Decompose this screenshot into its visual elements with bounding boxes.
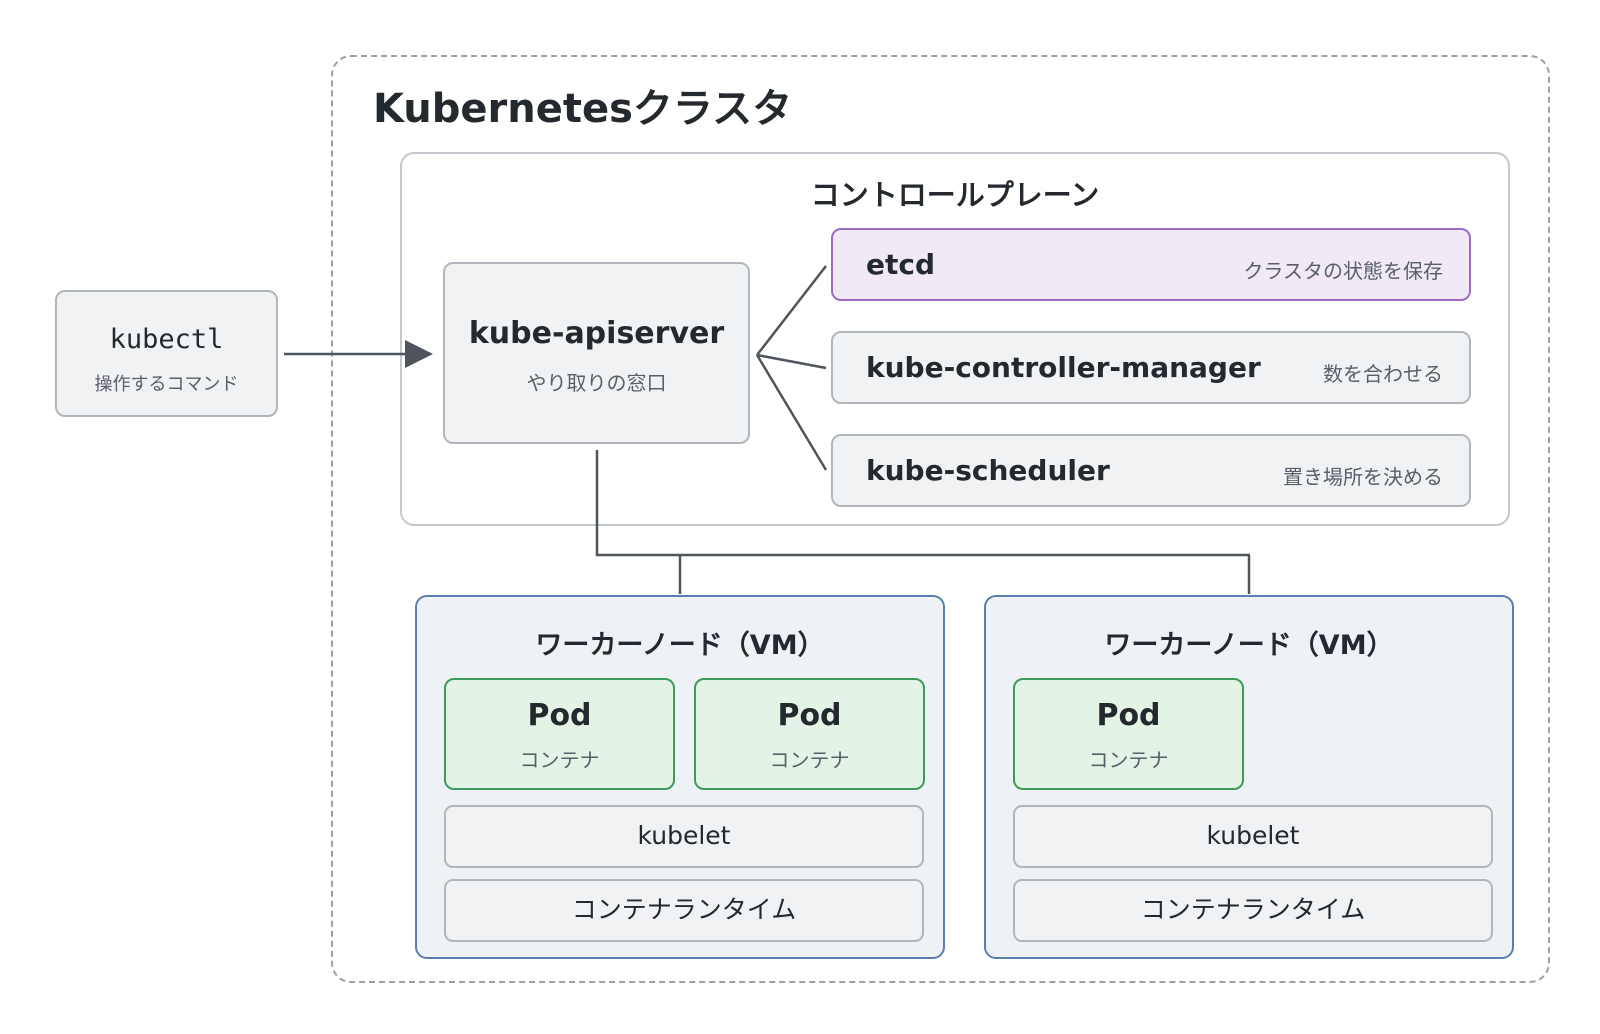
kubelet-bar: kubelet bbox=[1013, 805, 1493, 868]
kubectl-arrow-head bbox=[405, 340, 433, 368]
pod-subtitle: コンテナ bbox=[1088, 748, 1169, 772]
control-plane-title: コントロールプレーン bbox=[810, 178, 1100, 212]
component-description: 置き場所を決める bbox=[1283, 465, 1443, 489]
apiserver-controller-line bbox=[756, 353, 827, 370]
apiserver-box: kube-apiserver やり取りの窓口 bbox=[443, 262, 750, 444]
pod-title: Pod bbox=[777, 698, 842, 733]
cluster-title: Kubernetesクラスタ bbox=[373, 86, 793, 132]
component-name: etcd bbox=[866, 248, 936, 281]
component-name: kube-scheduler bbox=[866, 454, 1110, 487]
scheduler-box: kube-scheduler 置き場所を決める bbox=[831, 434, 1471, 507]
worker-node-title: ワーカーノード（VM） bbox=[1104, 630, 1394, 661]
component-description: クラスタの状態を保存 bbox=[1243, 259, 1443, 283]
apiserver-scheduler-line bbox=[755, 354, 828, 471]
apiserver-workers-line bbox=[595, 450, 1250, 557]
apiserver-title: kube-apiserver bbox=[468, 316, 725, 351]
pod-box: Pod コンテナ bbox=[444, 678, 675, 790]
pod-box: Pod コンテナ bbox=[694, 678, 925, 790]
pod-box: Pod コンテナ bbox=[1013, 678, 1244, 790]
apiserver-subtitle: やり取りの窓口 bbox=[526, 371, 667, 395]
component-description: 数を合わせる bbox=[1323, 362, 1443, 386]
etcd-box: etcd クラスタの状態を保存 bbox=[831, 228, 1471, 301]
container-runtime-bar: コンテナランタイム bbox=[444, 879, 924, 942]
container-runtime-bar: コンテナランタイム bbox=[1013, 879, 1493, 942]
worker-node-1: ワーカーノード（VM） Pod コンテナ Pod コンテナ kubelet コン… bbox=[415, 595, 945, 959]
pod-subtitle: コンテナ bbox=[769, 748, 850, 772]
cluster-boundary bbox=[331, 55, 1550, 983]
kubectl-title: kubectl bbox=[109, 324, 224, 355]
component-name: kube-controller-manager bbox=[866, 351, 1261, 384]
kubectl-box: kubectl 操作するコマンド bbox=[55, 290, 278, 417]
apiserver-etcd-line bbox=[756, 265, 827, 356]
pod-title: Pod bbox=[527, 698, 592, 733]
pod-subtitle: コンテナ bbox=[519, 748, 600, 772]
pod-title: Pod bbox=[1096, 698, 1161, 733]
controller-manager-box: kube-controller-manager 数を合わせる bbox=[831, 331, 1471, 404]
worker-node-title: ワーカーノード（VM） bbox=[535, 630, 825, 661]
kubelet-bar: kubelet bbox=[444, 805, 924, 868]
kubectl-subtitle: 操作するコマンド bbox=[94, 374, 239, 395]
worker-node-2: ワーカーノード（VM） Pod コンテナ kubelet コンテナランタイム bbox=[984, 595, 1514, 959]
